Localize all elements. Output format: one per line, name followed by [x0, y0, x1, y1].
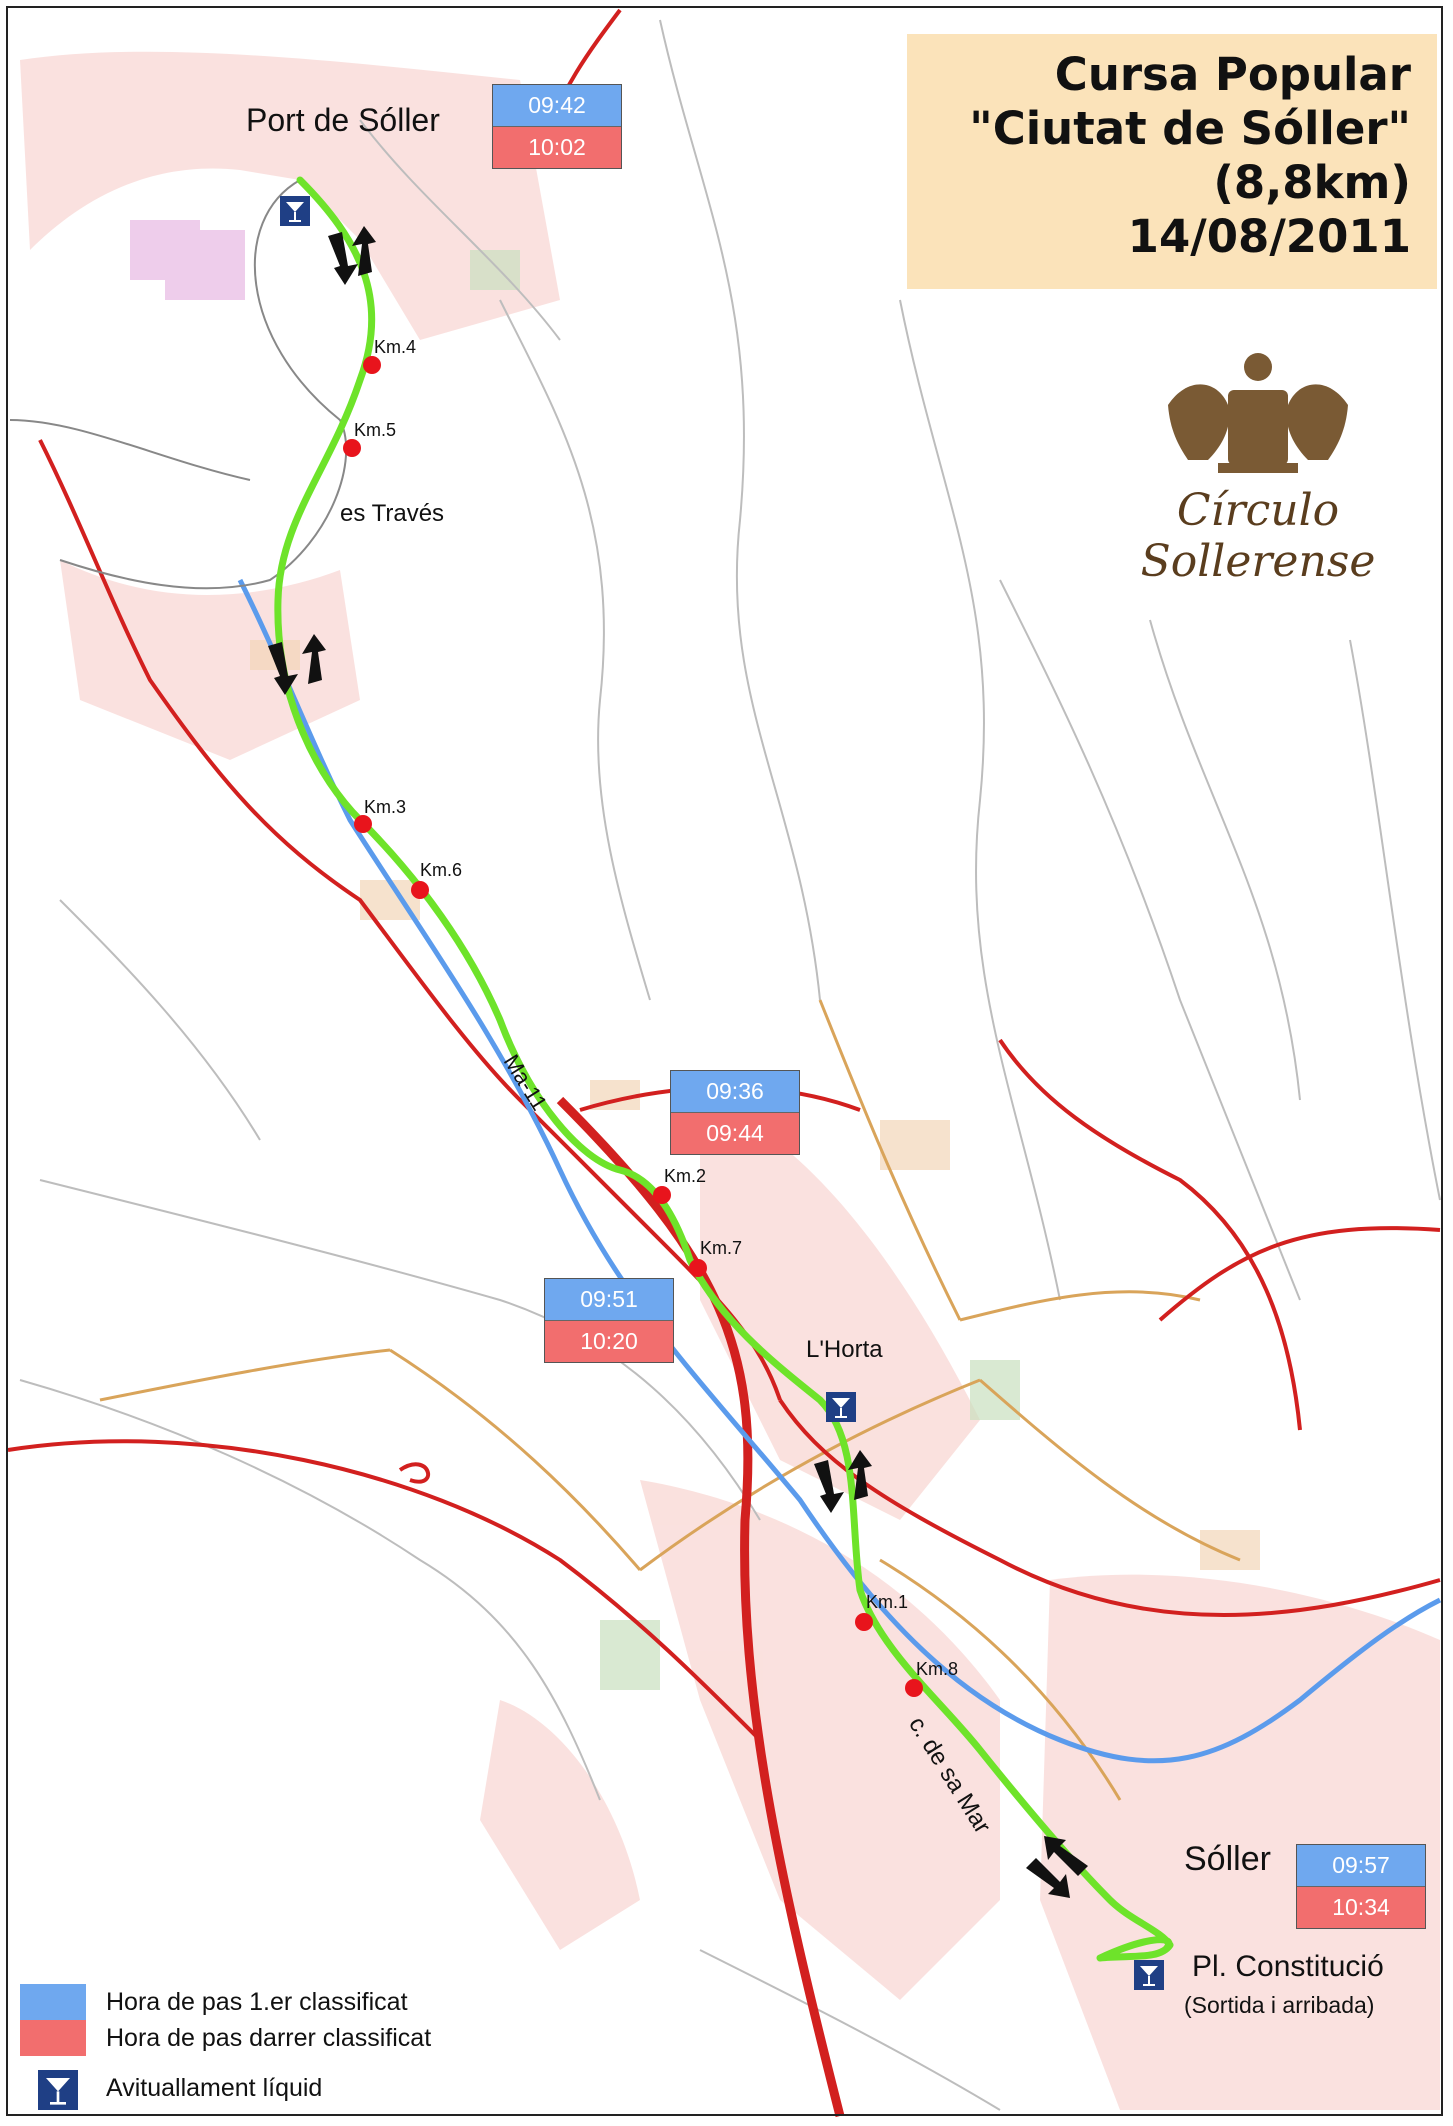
- title-line-3: (8,8km): [1213, 156, 1411, 209]
- race-route: [274, 176, 1174, 1962]
- logo-text: Círculo Sollerense: [1140, 485, 1376, 587]
- cocktail-glass-icon: [826, 1392, 856, 1422]
- last-runner-time: 10:02: [493, 126, 621, 168]
- time-box-km2: 09:36 09:44: [670, 1070, 800, 1155]
- first-runner-time: 09:57: [1297, 1845, 1425, 1886]
- legend-swatch-blue: [20, 1984, 86, 2020]
- km-labels: Km.1 Km.2 Km.3 Km.4 Km.5 Km.6 Km.7 Km.8: [354, 337, 958, 1679]
- first-runner-time: 09:36: [671, 1071, 799, 1112]
- legend-label-last: Hora de pas darrer classificat: [106, 2024, 432, 2052]
- arrow-icon: [352, 226, 376, 276]
- km-label-2: Km.2: [664, 1166, 706, 1186]
- km-label-3: Km.3: [364, 797, 406, 817]
- km-marker-7: [689, 1259, 707, 1277]
- arrow-icon: [848, 1450, 872, 1500]
- km-label-4: Km.4: [374, 337, 416, 357]
- km-label-8: Km.8: [916, 1659, 958, 1679]
- coast-line-north: [9, 419, 251, 481]
- last-runner-time: 10:20: [545, 1320, 673, 1362]
- km-label-1: Km.1: [866, 1592, 908, 1612]
- first-runner-time: 09:42: [493, 85, 621, 126]
- label-port-de-soller: Port de Sóller: [246, 102, 440, 138]
- km-marker-1: [855, 1613, 873, 1631]
- legend-swatch-red: [20, 2020, 86, 2056]
- fields: [130, 220, 1260, 1570]
- km-marker-5: [343, 439, 361, 457]
- km-marker-4: [363, 356, 381, 374]
- cocktail-glass-icon: [1134, 1960, 1164, 1990]
- arrow-icon: [814, 1460, 844, 1513]
- arrow-icon: [302, 634, 326, 684]
- arrow-icon: [268, 642, 298, 695]
- last-runner-time: 09:44: [671, 1112, 799, 1154]
- legend-label-water: Avituallament líquid: [106, 2074, 323, 2102]
- km-label-5: Km.5: [354, 420, 396, 440]
- title-line-2: "Ciutat de Sóller": [969, 102, 1411, 155]
- label-es-traves: es Través: [340, 500, 445, 527]
- km-marker-dots: [343, 356, 923, 1697]
- arrow-icon: [1044, 1836, 1088, 1876]
- contour-lines: [19, 19, 1441, 2111]
- coast-line: [59, 179, 348, 590]
- title-line-1: Cursa Popular: [1054, 48, 1411, 101]
- km-marker-6: [411, 881, 429, 899]
- km-label-6: Km.6: [420, 860, 462, 880]
- km-label-7: Km.7: [700, 1238, 742, 1258]
- label-pl-constitucio: Pl. Constitució: [1192, 1950, 1384, 1983]
- label-lhorta: L'Horta: [806, 1336, 883, 1363]
- cocktail-glass-icon: [280, 196, 310, 226]
- time-box-km7: 09:51 10:20: [544, 1278, 674, 1363]
- time-box-soller: 09:57 10:34: [1296, 1844, 1426, 1929]
- circulo-sollerense-logo: Círculo Sollerense: [1098, 345, 1418, 587]
- km-marker-2: [653, 1186, 671, 1204]
- km-marker-3: [354, 815, 372, 833]
- lions-crest-icon: [1168, 353, 1348, 473]
- secondary-roads: [99, 999, 1241, 1801]
- legend-label-first: Hora de pas 1.er classificat: [106, 1988, 408, 2016]
- arrow-icon: [328, 232, 358, 285]
- km-marker-8: [905, 1679, 923, 1697]
- torrent-river: [237, 578, 1442, 1764]
- direction-arrows: [268, 226, 1088, 1898]
- title-box: Cursa Popular "Ciutat de Sóller" (8,8km)…: [907, 34, 1437, 289]
- label-sortida-arribada: (Sortida i arribada): [1184, 1992, 1375, 2018]
- main-roads: [7, 8, 1441, 1742]
- first-runner-time: 09:51: [545, 1279, 673, 1320]
- water-stations: [280, 196, 1164, 1990]
- cocktail-glass-icon: [38, 2070, 78, 2110]
- title-line-4: 14/08/2011: [1127, 210, 1411, 263]
- time-box-port: 09:42 10:02: [492, 84, 622, 169]
- last-runner-time: 10:34: [1297, 1886, 1425, 1928]
- label-soller: Sóller: [1184, 1840, 1271, 1878]
- arrow-icon: [1026, 1858, 1070, 1898]
